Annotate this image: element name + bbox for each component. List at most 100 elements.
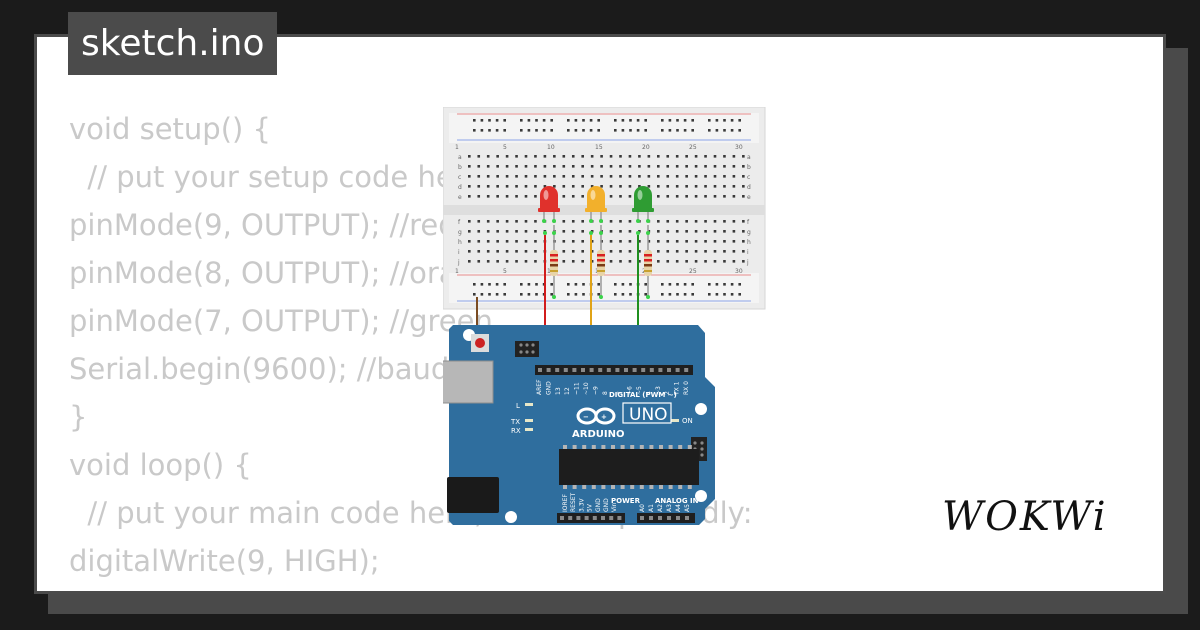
led-label-l: L [516, 402, 520, 410]
wokwi-logo: WOKWi [942, 494, 1108, 540]
bb-row-letter: e [458, 194, 462, 201]
svg-text:+: + [601, 413, 607, 421]
code-line: pinMode(7, OUTPUT); //green [69, 304, 493, 338]
bb-col-number: 1 [455, 144, 459, 151]
led-rim [632, 208, 654, 212]
file-tab[interactable]: sketch.ino [68, 12, 278, 75]
analog-header [637, 513, 695, 523]
analog-label: ANALOG IN [655, 497, 699, 505]
digital-pin-label: ~5 [636, 386, 643, 395]
digital-pin-label: ~11 [574, 382, 581, 395]
digital-pin-label: ~9 [592, 386, 599, 395]
bb-row-letter: b [458, 164, 462, 171]
bb-row-letter: g [458, 229, 462, 236]
bb-row-letter: d [458, 184, 462, 191]
led-body [634, 186, 652, 209]
digital-pin-label: ~10 [583, 382, 590, 395]
power-jack [447, 477, 499, 513]
code-line: void setup() { [69, 112, 271, 146]
bb-row-letter: h [747, 239, 751, 246]
resistor [550, 225, 558, 299]
bb-row-letter: c [747, 174, 750, 181]
digital-pin-label: 7 [617, 391, 624, 395]
usb-port [443, 360, 494, 404]
arduino-uno[interactable]: L TX RX ON −+ ARDUINO UNO DIGITAL (PWM ~… [443, 325, 715, 525]
arduino-logo [576, 407, 616, 425]
analog-pin-label: A3 [666, 504, 673, 512]
power-label: POWER [611, 497, 641, 505]
preview-card: void setup() { // put your setup code he… [34, 34, 1166, 594]
code-line: Serial.begin(9600); //baud [69, 352, 450, 386]
bb-row-letter: a [458, 154, 462, 161]
power-pin-label: Vin [611, 502, 618, 512]
bb-row-letter: g [747, 229, 751, 236]
resistors [550, 225, 652, 299]
bb-row-letter: a [747, 154, 751, 161]
bb-col-number: 25 [689, 144, 697, 151]
digital-pin-label: 13 [555, 387, 562, 395]
bottom-pin-holes [560, 516, 689, 520]
power-header [557, 513, 625, 523]
bb-col-number: 30 [735, 268, 743, 275]
bb-row-letter: b [747, 164, 751, 171]
led-rim [538, 208, 560, 212]
breadboard: 1 5 10 15 20 25 30 1 5 10 15 20 25 30 a … [443, 107, 766, 310]
led-red[interactable] [538, 186, 560, 223]
digital-pin-holes [538, 368, 689, 372]
analog-pin-label: A5 [684, 504, 691, 512]
led-label-on: ON [682, 417, 693, 425]
bb-col-number: 15 [595, 144, 603, 151]
digital-header [535, 365, 693, 375]
analog-pin-label: A0 [639, 504, 646, 512]
bb-col-number: 30 [735, 144, 743, 151]
digital-label: DIGITAL (PWM ~) [609, 391, 677, 399]
wokwi-logo-text: WOKWi [942, 494, 1108, 540]
resistor [597, 225, 605, 299]
power-pin-label: GND [595, 498, 602, 512]
digital-pin-label: 8 [602, 391, 609, 395]
svg-text:−: − [583, 413, 589, 421]
code-line: void loop() { [69, 448, 252, 482]
led-rim [585, 208, 607, 212]
power-pin-label: RESET [570, 492, 577, 512]
power-pin-label: 3.3V [578, 497, 585, 512]
power-pin-label: GND [603, 498, 610, 512]
power-pin-label: 5V [587, 503, 594, 512]
bb-col-number: 10 [547, 144, 555, 151]
led-orange[interactable] [585, 186, 607, 223]
bb-row-letter: d [747, 184, 751, 191]
circuit-diagram: 1 5 10 15 20 25 30 1 5 10 15 20 25 30 a … [443, 107, 766, 525]
analog-pin-label: A1 [648, 504, 655, 512]
bb-row-letter: i [747, 249, 749, 256]
led-green[interactable] [632, 186, 654, 223]
bb-row-letter: h [458, 239, 462, 246]
breadboard-holes [468, 119, 745, 296]
bb-col-number: 5 [503, 268, 507, 275]
digital-pin-label: 12 [564, 387, 571, 395]
digital-pin-label: ~3 [655, 386, 662, 395]
bb-row-letter: j [746, 259, 749, 266]
arduino-model: UNO [629, 405, 668, 425]
digital-pin-label: ~6 [627, 386, 634, 395]
resistor [644, 225, 652, 299]
digital-pin-label: 4 [645, 391, 652, 395]
leds [538, 186, 654, 299]
led-body [587, 186, 605, 209]
digital-pin-label: 2 [664, 391, 671, 395]
digital-pin-label: GND [545, 381, 552, 395]
power-pin-label: IOREF [562, 494, 569, 512]
arduino-brand: ARDUINO [572, 429, 624, 440]
bb-col-number: 1 [455, 268, 459, 275]
bb-row-letter: f [747, 219, 750, 226]
led-body [540, 186, 558, 209]
atmega-chip [559, 449, 699, 485]
bb-row-letter: i [458, 249, 460, 256]
bb-col-number: 5 [503, 144, 507, 151]
bb-col-number: 25 [689, 268, 697, 275]
bb-row-letter: f [458, 219, 461, 226]
analog-pin-label: A2 [657, 504, 664, 512]
code-line: } [69, 400, 88, 434]
digital-pin-label: AREF [536, 379, 543, 395]
digital-pin-label: TX 1 [674, 381, 681, 396]
led-label-rx: RX [511, 427, 521, 435]
